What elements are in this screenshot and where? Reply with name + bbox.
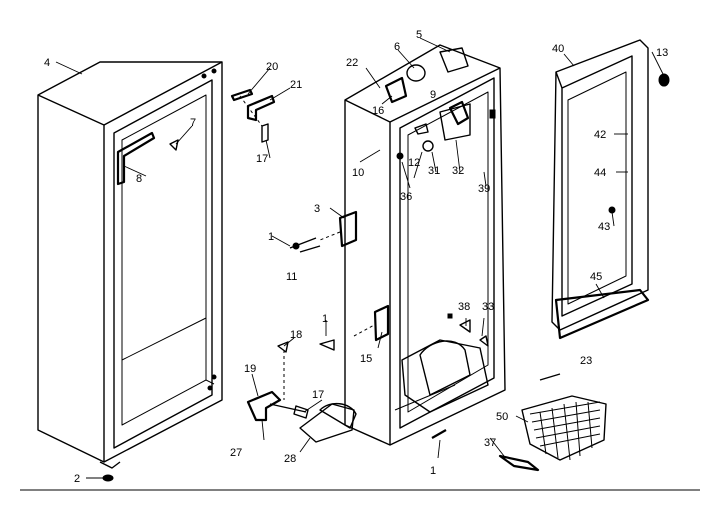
callout-3: 3: [314, 203, 320, 215]
callout-1-upper: 1: [268, 231, 274, 243]
callout-12: 12: [408, 157, 420, 169]
callout-21: 21: [290, 79, 302, 91]
callout-labels: 4 2 7 8 20 21 17 22 6 5 9 16 10 12 36 31…: [44, 29, 668, 485]
callout-23: 23: [580, 355, 592, 367]
callout-20: 20: [266, 61, 278, 73]
callout-39: 39: [478, 183, 490, 195]
callout-28: 28: [284, 453, 296, 465]
callout-13: 13: [656, 47, 668, 59]
callout-15: 15: [360, 353, 372, 365]
callout-6: 6: [394, 41, 400, 53]
outer-cabinet: [37, 61, 223, 482]
callout-2: 2: [74, 473, 80, 485]
callout-16: 16: [372, 105, 384, 117]
callout-33: 33: [482, 301, 494, 313]
callout-7: 7: [190, 117, 196, 129]
callout-5: 5: [416, 29, 422, 41]
callout-50: 50: [496, 411, 508, 423]
callout-11: 11: [286, 271, 297, 283]
callout-27: 27: [230, 447, 242, 459]
callout-4: 4: [44, 57, 50, 69]
callout-22: 22: [346, 57, 358, 69]
callout-44: 44: [594, 167, 606, 179]
callout-42: 42: [594, 129, 606, 141]
callout-43: 43: [598, 221, 610, 233]
callout-45: 45: [590, 271, 602, 283]
callout-37: 37: [484, 437, 496, 449]
callout-38: 38: [458, 301, 470, 313]
callout-32: 32: [452, 165, 464, 177]
small-hardware: [230, 88, 607, 472]
callout-36: 36: [400, 191, 412, 203]
leader-lines: [55, 37, 665, 479]
callout-19: 19: [244, 363, 256, 375]
callout-8: 8: [136, 173, 142, 185]
callout-9: 9: [430, 89, 436, 101]
callout-1-middle: 1: [322, 313, 328, 325]
callout-40: 40: [552, 43, 564, 55]
callout-10: 10: [352, 167, 364, 179]
callout-31: 31: [428, 165, 440, 177]
callout-17-upper: 17: [256, 153, 268, 165]
callout-1-lower: 1: [430, 465, 436, 477]
callout-17-lower: 17: [312, 389, 324, 401]
inner-liner: [344, 44, 506, 446]
callout-18: 18: [290, 329, 302, 341]
door-gasket-frame: [551, 39, 670, 340]
